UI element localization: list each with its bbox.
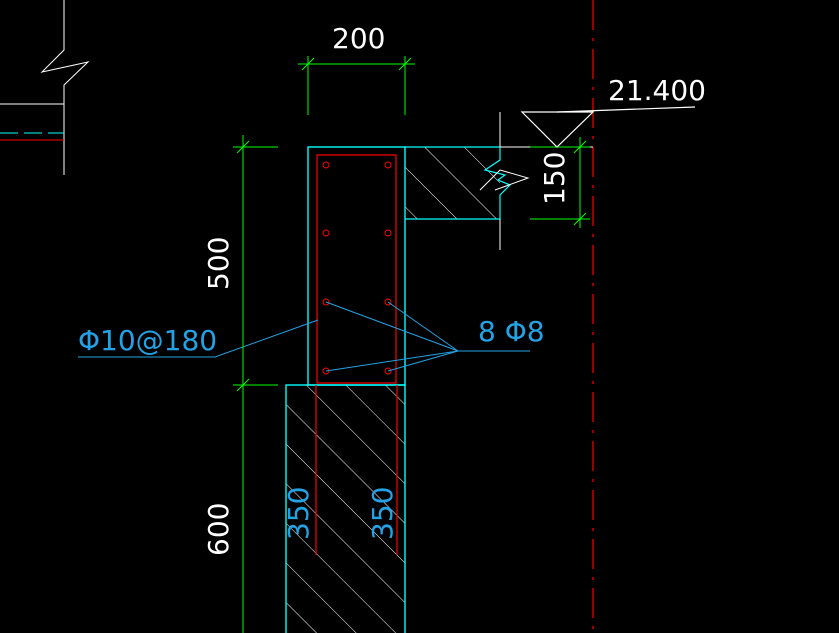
dim-wall-right: 350 (366, 487, 399, 540)
dim-lower-height: 600 (202, 503, 235, 556)
stirrup-label: Φ10@180 (78, 324, 217, 357)
leader-lines (78, 301, 530, 372)
dim-wall-left: 350 (282, 487, 315, 540)
longitudinal-rebar-label: 8 Φ8 (478, 315, 545, 348)
rebar-dots (322, 161, 392, 375)
dim-slab-thickness: 150 (538, 152, 571, 205)
left-fragment (0, 0, 90, 175)
elevation-marker (520, 106, 696, 148)
elevation-label: 21.400 (608, 74, 706, 107)
dimension-lines (233, 56, 590, 633)
lower-wall (285, 384, 406, 633)
dim-beam-height: 500 (202, 237, 235, 290)
dim-width-top: 200 (332, 22, 385, 55)
